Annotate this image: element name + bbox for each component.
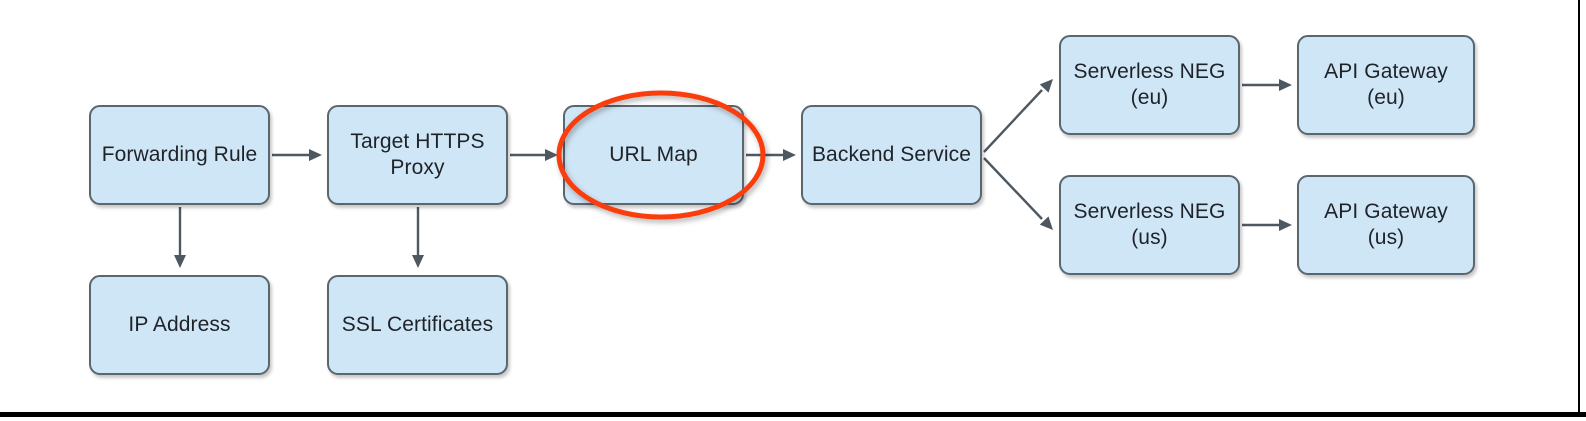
node-serverless-neg-eu[interactable]: Serverless NEG (eu)	[1059, 35, 1240, 135]
node-label-api-gateway-us: API Gateway (us)	[1324, 199, 1448, 249]
node-api-gateway-eu[interactable]: API Gateway (eu)	[1297, 35, 1475, 135]
node-label-forwarding-rule: Forwarding Rule	[101, 142, 258, 166]
node-api-gateway-us[interactable]: API Gateway (us)	[1297, 175, 1475, 275]
node-label-serverless-neg-eu: Serverless NEG (eu)	[1073, 59, 1226, 109]
node-label-target-https-proxy: Target HTTPS Proxy	[350, 129, 485, 179]
node-label-ssl-certificates: SSL Certificates	[341, 312, 494, 336]
node-ssl-certificates[interactable]: SSL Certificates	[327, 275, 508, 375]
node-label-api-gateway-eu: API Gateway (eu)	[1324, 59, 1448, 109]
node-label-ip-address: IP Address	[128, 312, 231, 336]
node-forwarding-rule[interactable]: Forwarding Rule	[89, 105, 270, 205]
node-label-serverless-neg-us: Serverless NEG (us)	[1073, 199, 1226, 249]
node-backend-service[interactable]: Backend Service	[801, 105, 982, 205]
node-label-backend-service: Backend Service	[811, 142, 972, 166]
node-url-map[interactable]: URL Map	[563, 105, 744, 205]
right-vertical-rule	[1578, 0, 1580, 417]
bottom-horizontal-rule	[0, 412, 1586, 417]
node-label-url-map: URL Map	[609, 142, 698, 166]
node-serverless-neg-us[interactable]: Serverless NEG (us)	[1059, 175, 1240, 275]
node-ip-address[interactable]: IP Address	[89, 275, 270, 375]
node-target-https-proxy[interactable]: Target HTTPS Proxy	[327, 105, 508, 205]
